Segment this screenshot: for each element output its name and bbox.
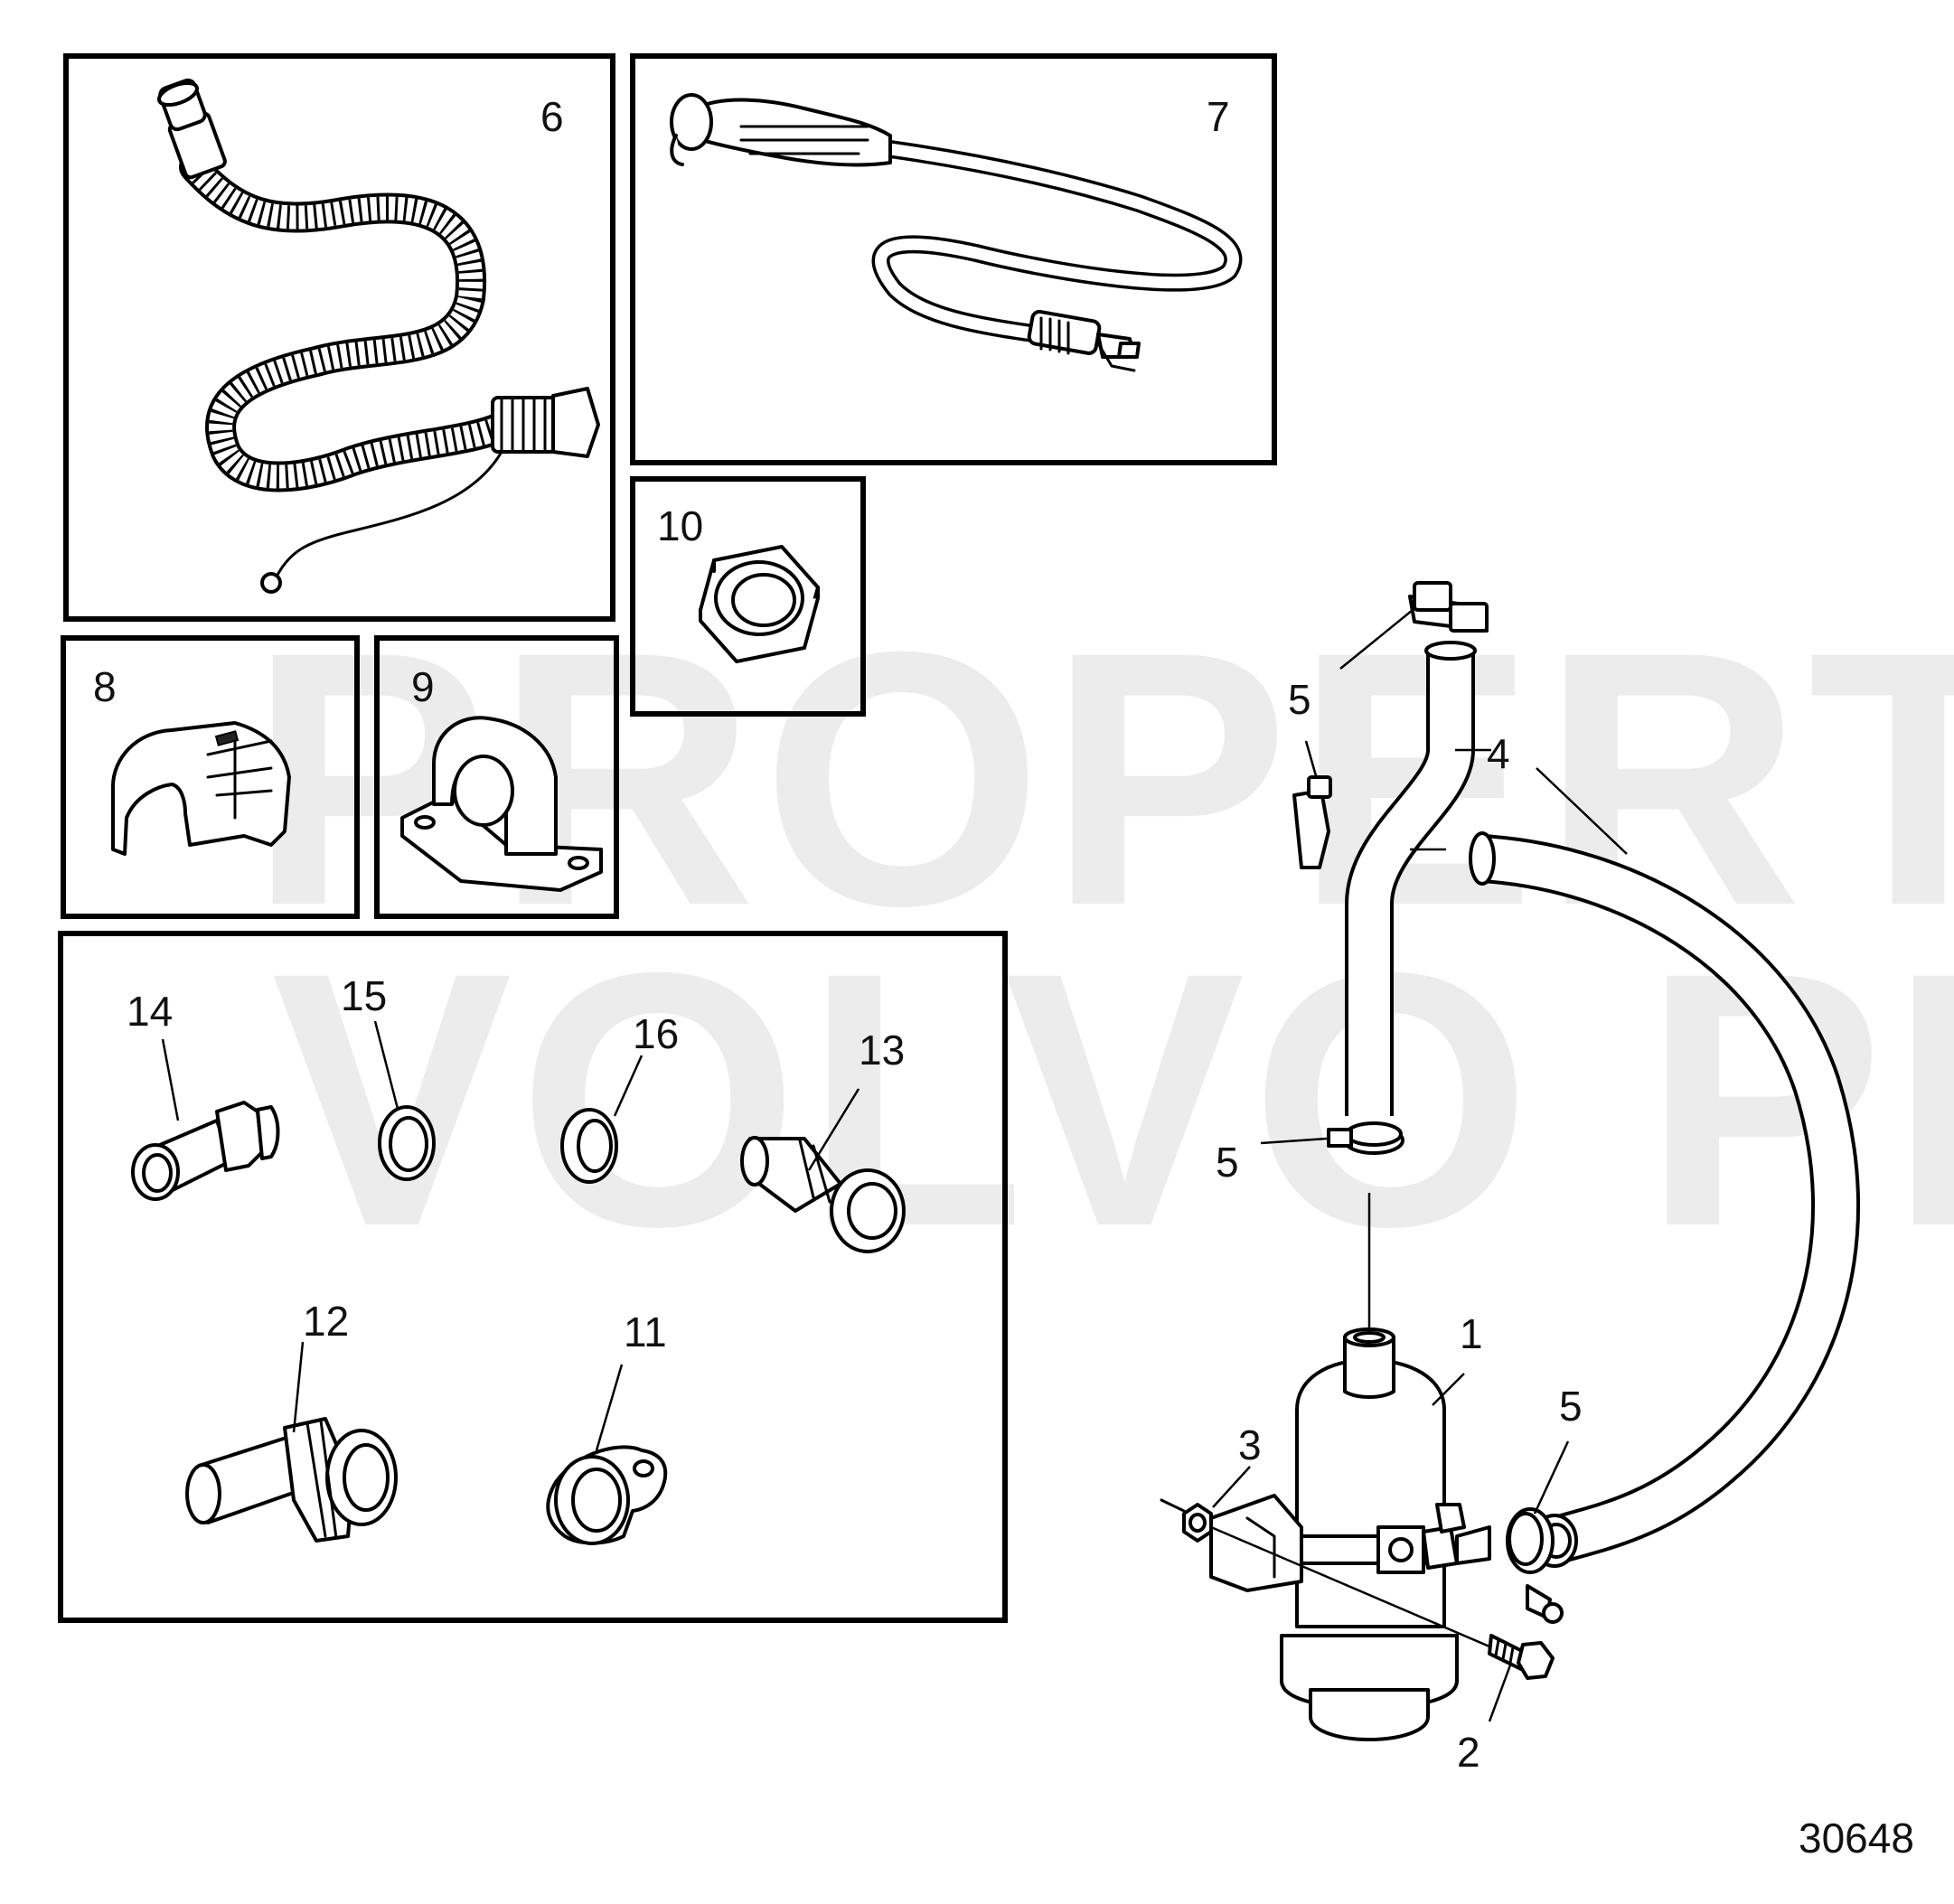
leader-5-right (1533, 1440, 1570, 1515)
panel-10-hex-nut: 10 (630, 476, 866, 717)
callout-10: 10 (657, 502, 703, 549)
assembly-line-bolt (1210, 1525, 1497, 1651)
panel-fittings-frame (58, 931, 1008, 1623)
heater-part-1 (1280, 1327, 1491, 1741)
leader-4-large (1536, 767, 1628, 855)
watermark: PROPERTY OF VOLVO PENTA (249, 577, 1954, 1301)
hose-clamp-part-5-mid (1292, 775, 1332, 869)
sealing-washer-part-15 (378, 1105, 436, 1181)
leader-5-top (1339, 609, 1414, 670)
figure-number: 30648 (1799, 1815, 1914, 1862)
callout-8: 8 (93, 663, 117, 710)
callout-12: 12 (303, 1298, 349, 1345)
callout-4: 4 (1487, 730, 1510, 777)
leader-1 (1432, 1373, 1465, 1406)
leader-5-mid (1304, 740, 1319, 780)
callout-5-top: 5 (1288, 676, 1311, 723)
nut-part-3 (1160, 1498, 1213, 1543)
bracket-part (400, 716, 603, 892)
elbow-connector-part-12 (185, 1417, 398, 1543)
callout-5-lower: 5 (1216, 1139, 1239, 1186)
callout-2: 2 (1457, 1729, 1480, 1776)
hose-clamp-part-5-lower (1327, 1121, 1404, 1155)
callout-1: 1 (1460, 1310, 1483, 1357)
hex-nut-part (699, 545, 820, 663)
callout-3: 3 (1238, 1421, 1262, 1468)
mounting-bracket (1209, 1494, 1303, 1592)
hose-clamp-part-5-right (1506, 1507, 1564, 1624)
hose-clamp-part-5-top (1408, 581, 1489, 633)
hose-part-4-upper (1345, 641, 1477, 1116)
callout-5-right: 5 (1559, 1383, 1583, 1430)
callout-16: 16 (633, 1010, 679, 1057)
callout-15: 15 (341, 972, 387, 1019)
leader-3 (1212, 1466, 1251, 1508)
leader-13 (807, 1088, 860, 1171)
sensor-cable-part (157, 78, 600, 594)
callout-13: 13 (859, 1027, 905, 1074)
straight-connector-part-13 (740, 1136, 906, 1253)
watermark-line-2: VOLVO PENTA (271, 897, 1954, 1301)
callout-6: 6 (540, 93, 564, 140)
panel-7-frame (630, 53, 1277, 465)
bolt-part-2 (1488, 1634, 1555, 1680)
sealing-ring-part-16 (560, 1108, 618, 1184)
leader-2 (1488, 1662, 1513, 1722)
panel-6-sensor-cable: 6 (63, 53, 615, 622)
leader-12 (292, 1341, 305, 1433)
leader-11 (595, 1364, 624, 1451)
leader-14 (161, 1038, 180, 1121)
panel-9-bracket: 9 (374, 635, 619, 919)
panel-8-frame (61, 635, 360, 919)
callout-11: 11 (624, 1308, 667, 1355)
panel-fittings: 14 15 16 13 (58, 931, 1008, 1623)
heater-assembly: 5 4 5 (1160, 581, 1860, 1776)
power-cord-part (670, 93, 1243, 372)
panel-6-frame (63, 53, 615, 622)
leader-5-lower (1260, 1137, 1328, 1145)
leader-16 (613, 1055, 644, 1117)
callout-14: 14 (127, 988, 173, 1035)
panel-10-frame (630, 476, 866, 717)
flanged-grommet-part-11 (546, 1445, 668, 1545)
callout-9: 9 (411, 663, 435, 710)
panel-9-frame (374, 635, 619, 919)
panel-8-clip: 8 (61, 635, 360, 919)
clip-part (111, 721, 291, 856)
hose-nipple-part-14 (131, 1101, 280, 1201)
callout-7: 7 (1207, 93, 1230, 140)
leader-15 (373, 1020, 399, 1110)
panel-7-power-cord: 7 (630, 53, 1277, 465)
